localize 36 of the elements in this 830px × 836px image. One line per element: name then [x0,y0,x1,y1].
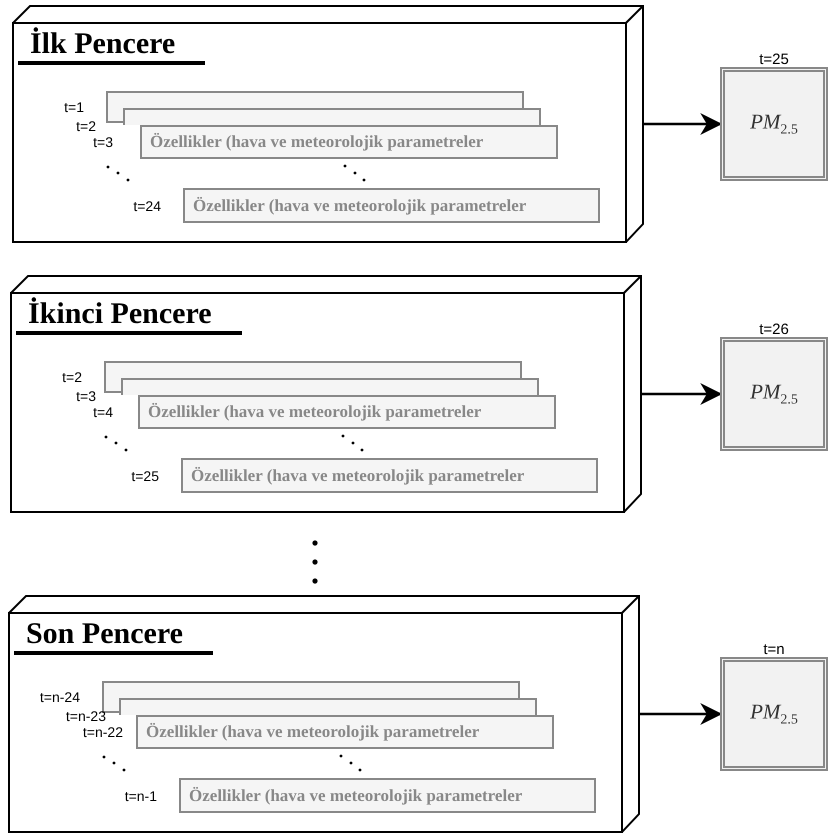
feature-box [138,395,556,429]
time-label: t=3 [93,134,113,150]
time-label: t=n-24 [40,689,80,705]
time-label: t=26 [758,321,790,338]
time-label: t=n-23 [66,708,106,724]
output-label: PM$_{2.5}$ [749,109,799,139]
window-title: Son Pencere [14,617,213,655]
feature-box [136,715,554,749]
feature-box [123,108,541,125]
arrow [644,113,722,135]
feature-label: Özellikler (hava ve meteorolojik parametreler [150,132,484,152]
feature-label: Özellikler (hava ve meteorolojik parametreler [191,466,524,486]
window-title: İkinci Pencere [16,297,242,335]
time-label: t=4 [93,404,113,420]
time-label: t=2 [62,369,82,385]
time-label: t=n-1 [124,788,157,804]
window-title: İlk Pencere [18,27,206,65]
output-label: PM$_{2.5}$ [749,699,799,729]
feature-box [121,378,539,395]
time-label: t=1 [64,99,84,115]
time-label: t=2 [76,118,96,134]
time-label: t=n-22 [82,724,123,740]
time-label: t=3 [76,388,96,404]
feature-label: Özellikler (hava ve meteorolojik parametreler [189,786,522,806]
time-label: t=25 [758,51,790,68]
feature-box [119,698,537,715]
feature-label: Özellikler (hava ve meteorolojik parametreler [146,722,480,742]
feature-box [140,125,558,159]
feature-label: Özellikler (hava ve meteorolojik parametreler [193,196,526,216]
time-label: t=n [762,641,786,658]
time-label: t=24 [133,198,161,214]
output-label: PM$_{2.5}$ [749,379,799,409]
feature-label: Özellikler (hava ve meteorolojik parametreler [148,402,482,422]
arrow [640,703,722,725]
arrow [642,383,722,405]
time-label: t=25 [131,468,159,484]
